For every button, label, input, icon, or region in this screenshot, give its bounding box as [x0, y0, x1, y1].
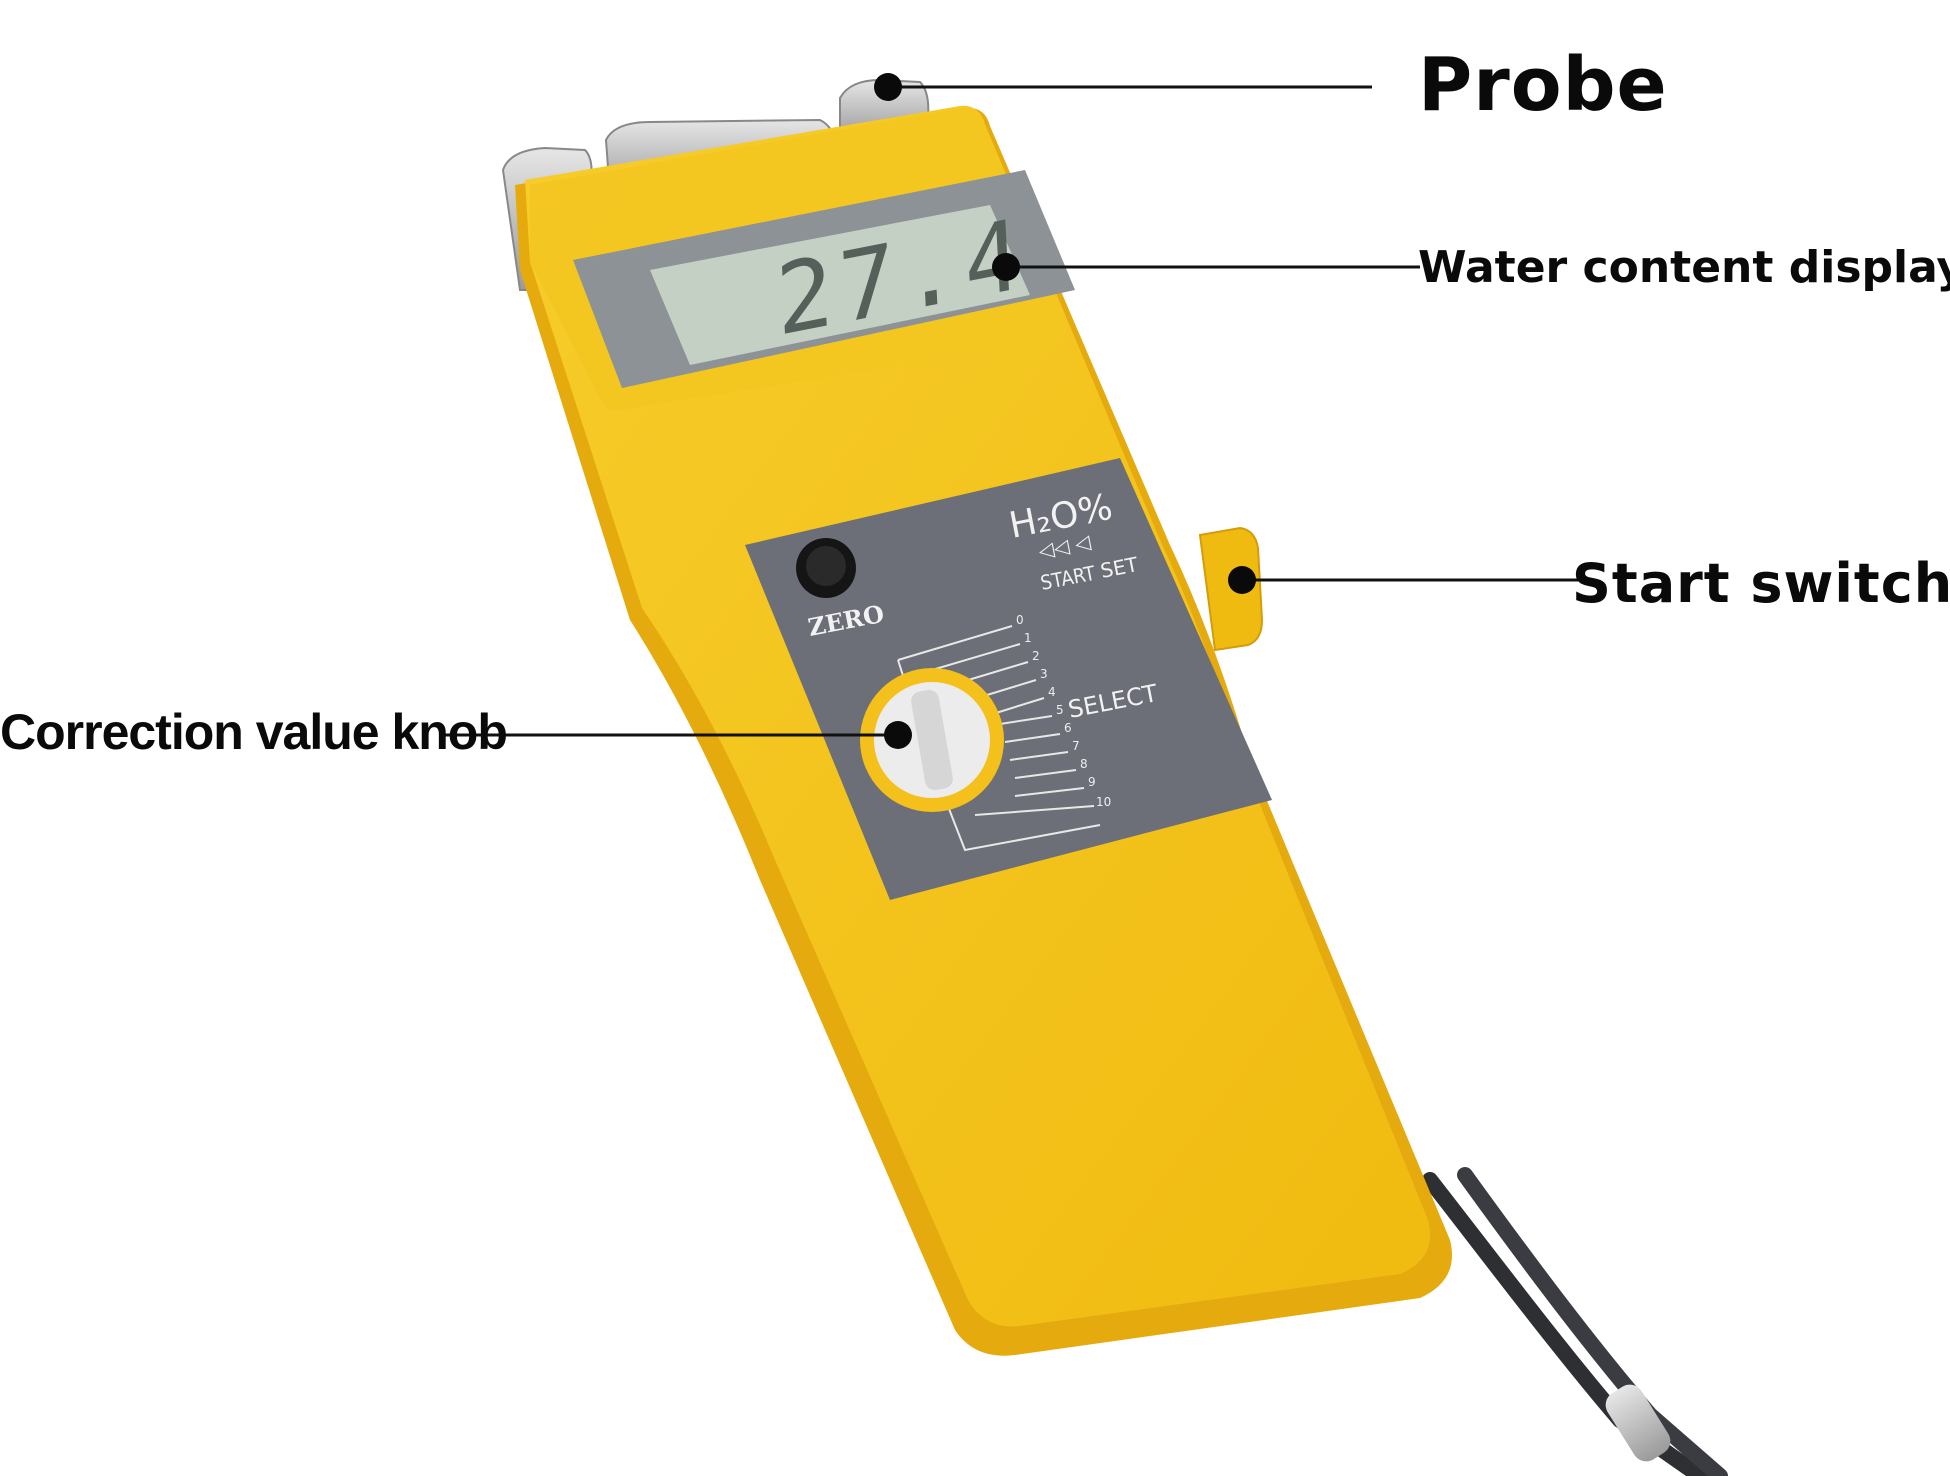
start-switch-label: Start switch [1572, 552, 1950, 615]
scale-tick-2: 2 [1032, 649, 1040, 663]
scale-tick-4: 4 [1048, 685, 1056, 699]
scale-tick-9: 9 [1088, 775, 1096, 789]
water-content-display: 27.4 [573, 170, 1075, 388]
scale-tick-8: 8 [1080, 757, 1088, 771]
scale-tick-1: 1 [1024, 631, 1032, 645]
strap-clip [1605, 1384, 1671, 1462]
zero-knob[interactable] [796, 538, 856, 598]
display-dot [992, 253, 1020, 281]
knob-dot [884, 721, 912, 749]
scale-tick-labels: 0 1 2 3 4 5 6 7 8 9 10 [1016, 613, 1111, 809]
probe-label: Probe [1418, 42, 1668, 128]
probe-dot [874, 73, 902, 101]
control-panel: ZERO H₂O% ◁◁ ◁ START SET 0 1 2 3 4 5 [745, 458, 1272, 900]
scale-tick-3: 3 [1040, 667, 1048, 681]
switch-dot [1228, 566, 1256, 594]
water-content-display-label: Water content display [1418, 242, 1950, 293]
scale-tick-10: 10 [1096, 795, 1111, 809]
scale-tick-7: 7 [1072, 739, 1080, 753]
leader-lines [440, 85, 1578, 737]
correction-value-knob-label: Correction value knob [0, 704, 508, 760]
scale-tick-0: 0 [1016, 613, 1024, 627]
scale-tick-5: 5 [1056, 703, 1064, 717]
leader-dots [874, 73, 1256, 749]
start-switch[interactable] [1198, 526, 1264, 652]
correction-value-knob[interactable] [860, 668, 1004, 812]
wrist-strap [1422, 1167, 1728, 1476]
scale-tick-6: 6 [1064, 721, 1072, 735]
